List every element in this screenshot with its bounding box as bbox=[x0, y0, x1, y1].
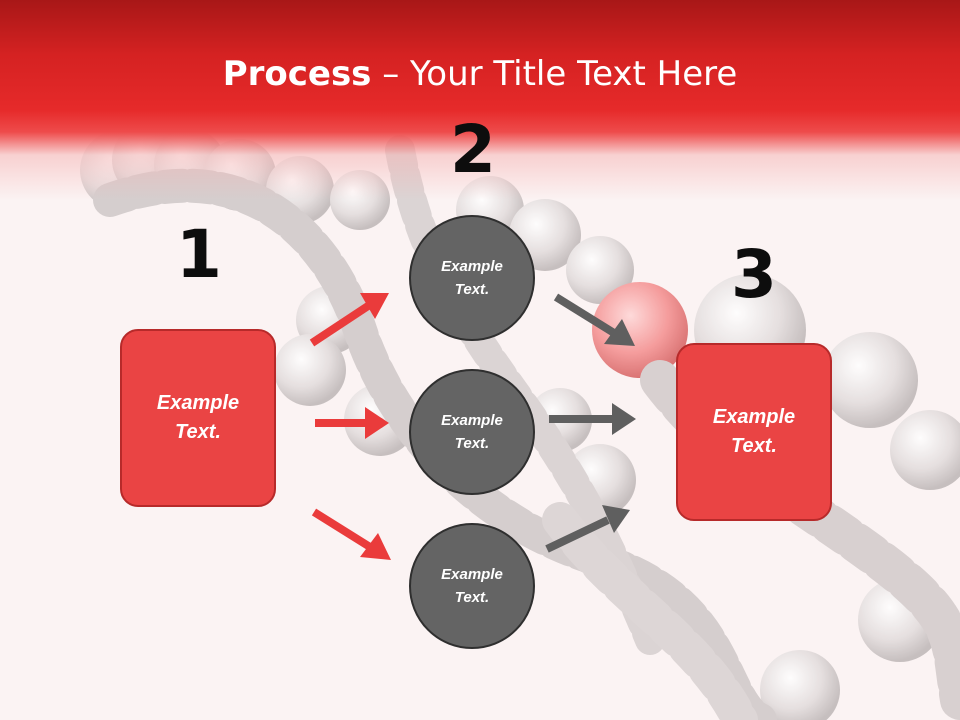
slide-title: Process – Your Title Text Here bbox=[0, 52, 960, 96]
arrow-red-right bbox=[315, 407, 389, 439]
circle-middle-line2: Text. bbox=[454, 435, 490, 452]
step-number-2: 2 bbox=[450, 111, 496, 188]
arrow-gray-up bbox=[545, 505, 630, 553]
step-1-box: Example Text. bbox=[120, 329, 276, 507]
title-rest-text: – Your Title Text Here bbox=[371, 54, 738, 94]
arrow-red-down bbox=[311, 508, 391, 560]
step-3-line2: Text. bbox=[731, 435, 777, 457]
step-2-circle-middle: Example Text. bbox=[409, 369, 535, 495]
step-2-circle-bottom: Example Text. bbox=[409, 523, 535, 649]
circle-middle-line1: Example bbox=[441, 412, 503, 429]
step-number-3: 3 bbox=[731, 236, 777, 313]
step-number-1: 1 bbox=[176, 216, 222, 293]
circle-bottom-line2: Text. bbox=[454, 589, 490, 606]
step-3-box: Example Text. bbox=[676, 343, 832, 521]
circle-top-line2: Text. bbox=[454, 281, 490, 298]
title-bold-text: Process bbox=[222, 54, 372, 94]
title-bar bbox=[0, 0, 960, 200]
step-1-line2: Text. bbox=[175, 421, 221, 443]
step-3-line1: Example bbox=[712, 406, 796, 428]
step-2-circle-top: Example Text. bbox=[409, 215, 535, 341]
circle-bottom-line1: Example bbox=[441, 566, 503, 583]
arrow-gray-down bbox=[553, 293, 635, 346]
circle-top-line1: Example bbox=[441, 258, 503, 275]
step-1-line1: Example bbox=[156, 392, 240, 414]
arrow-gray-right bbox=[549, 403, 636, 435]
arrow-red-up bbox=[309, 293, 389, 347]
